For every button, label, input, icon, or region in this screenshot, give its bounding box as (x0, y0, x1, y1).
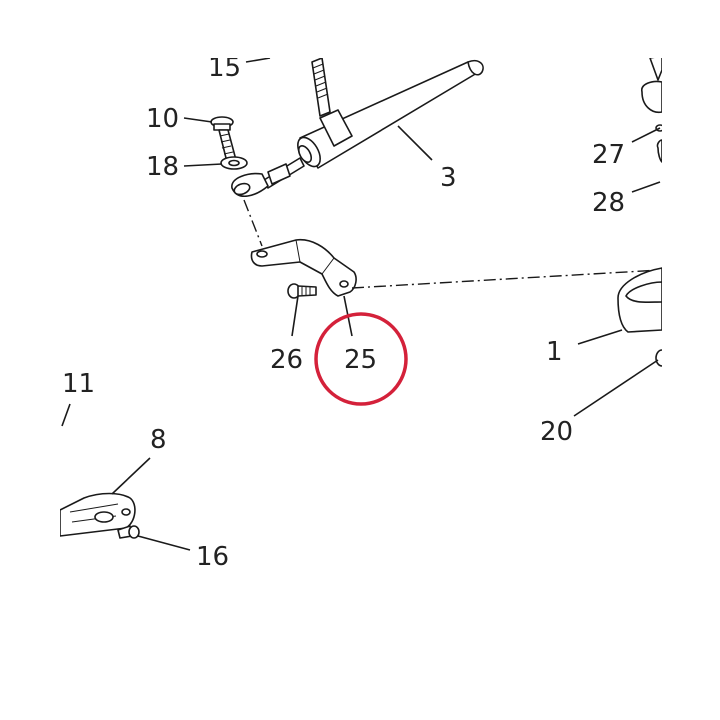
right-crop-mask (662, 0, 720, 720)
callout-8: 8 (150, 425, 167, 455)
callout-11: 11 (62, 369, 95, 399)
callout-27: 27 (592, 140, 625, 170)
mount-axis-line (351, 269, 661, 289)
callout-28: 28 (592, 188, 625, 218)
bracket-part-25[interactable] (250, 238, 357, 297)
steering-damper-part-3[interactable] (231, 57, 484, 197)
top-crop-mask (0, 0, 720, 58)
assembly-axis-line (243, 199, 263, 247)
parts-27-28-cluster[interactable] (641, 55, 665, 163)
leader-lines (61, 57, 661, 551)
callout-20: 20 (540, 417, 573, 447)
highlight-circle (314, 312, 408, 406)
callout-10: 10 (146, 104, 179, 134)
callout-16: 16 (196, 542, 229, 572)
callout-26: 26 (270, 345, 303, 375)
screw-part-26[interactable] (287, 283, 317, 299)
left-crop-mask (0, 0, 60, 720)
bolt-part-10[interactable] (210, 116, 237, 163)
callout-1: 1 (546, 337, 563, 367)
washer-part-18[interactable] (220, 156, 248, 170)
screw-part-16[interactable] (117, 525, 140, 539)
clamp-part-1[interactable] (617, 267, 663, 333)
callout-18: 18 (146, 152, 179, 182)
callout-3: 3 (440, 163, 457, 193)
callout-25: 25 (344, 345, 377, 375)
